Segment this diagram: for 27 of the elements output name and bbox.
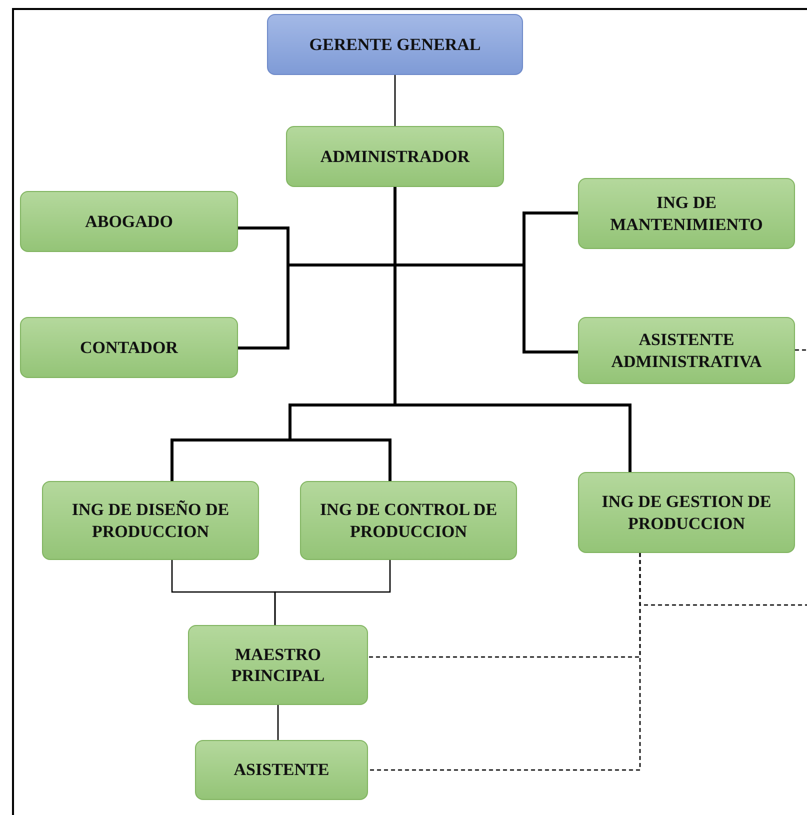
connector-line bbox=[394, 75, 396, 126]
position-title: ING DE MANTENIMIENTO bbox=[609, 192, 764, 235]
connector-line bbox=[277, 704, 279, 740]
position-box bbox=[188, 625, 368, 705]
position-title: ADMINISTRADOR bbox=[320, 146, 470, 168]
position-title: ING DE CONTROL DE PRODUCCION bbox=[318, 499, 498, 542]
position-title: ABOGADO bbox=[85, 210, 173, 232]
position-box bbox=[20, 191, 238, 252]
position-box bbox=[578, 178, 795, 249]
position-title: CONTADOR bbox=[80, 336, 178, 358]
position-title: ASISTENTE ADMINISTRATIVA bbox=[610, 329, 763, 372]
position-box bbox=[195, 740, 368, 800]
position-title: MAESTRO PRINCIPAL bbox=[230, 644, 326, 686]
position-title: ASISTENTE bbox=[234, 759, 330, 781]
position-box bbox=[578, 317, 795, 384]
position-title: ING DE GESTION DE PRODUCCION bbox=[600, 491, 772, 534]
position-box bbox=[20, 317, 238, 378]
position-box bbox=[286, 126, 504, 187]
dashed-connector bbox=[639, 552, 807, 606]
director-box bbox=[267, 14, 523, 75]
position-box bbox=[578, 472, 795, 553]
position-box bbox=[42, 481, 259, 560]
dashed-connector bbox=[794, 349, 807, 351]
position-title: GERENTE GENERAL bbox=[309, 34, 481, 56]
position-box bbox=[300, 481, 517, 560]
connector-line bbox=[274, 560, 391, 625]
position-title: ING DE DISEÑO DE PRODUCCION bbox=[70, 499, 230, 542]
